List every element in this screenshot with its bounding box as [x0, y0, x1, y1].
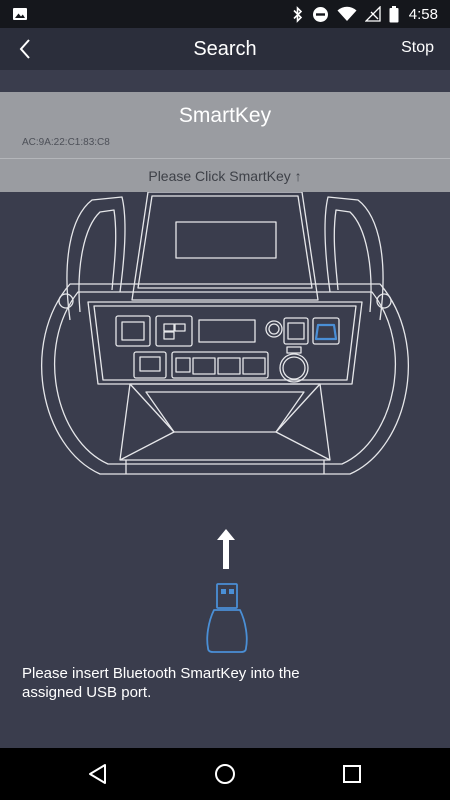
up-arrow-icon [217, 529, 235, 569]
smartkey-dongle-icon [206, 583, 248, 653]
nav-recents-icon[interactable] [340, 762, 364, 786]
no-signal-icon [364, 6, 381, 22]
instruction-text: Please insert Bluetooth SmartKey into th… [22, 665, 300, 701]
chevron-left-icon [19, 39, 30, 59]
navigation-bar [0, 748, 450, 800]
do-not-disturb-icon [312, 6, 328, 22]
back-button[interactable] [10, 34, 40, 64]
status-right: 4:58 [292, 5, 438, 23]
nav-home-icon[interactable] [213, 762, 237, 786]
battery-icon [389, 5, 399, 22]
nav-back-icon[interactable] [86, 762, 110, 786]
status-left [12, 6, 28, 22]
status-bar: 4:58 [0, 0, 450, 28]
wifi-icon [337, 6, 357, 21]
device-mac-address: AC:9A:22:C1:83:C8 [22, 137, 110, 148]
image-icon [13, 8, 27, 20]
page-title: Search [193, 37, 257, 60]
bluetooth-icon [293, 5, 302, 23]
device-hint: Please Click SmartKey ↑ [0, 158, 450, 192]
power-station-illustration [41, 192, 409, 475]
stop-button[interactable]: Stop [401, 39, 434, 56]
device-list-item[interactable]: SmartKey AC:9A:22:C1:83:C8 [0, 92, 450, 158]
app-bar: Search Stop [0, 28, 450, 70]
status-time: 4:58 [408, 5, 438, 23]
device-name: SmartKey [178, 104, 272, 127]
